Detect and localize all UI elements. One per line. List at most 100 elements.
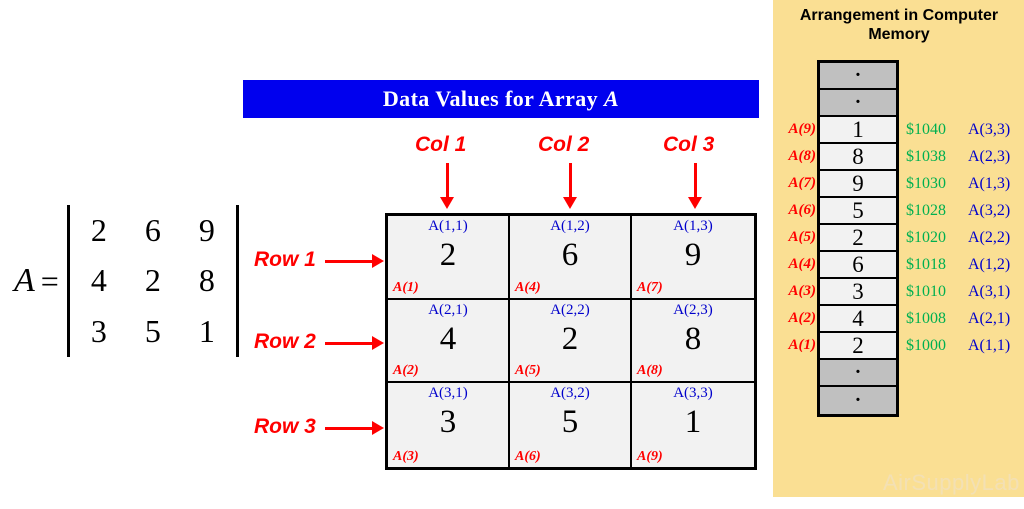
grid-cell[interactable]: A(2,2) 2 A(5) xyxy=(510,299,632,384)
cell-linear-label: A(4) xyxy=(515,279,541,295)
memory-cell-placeholder[interactable]: · xyxy=(820,360,896,387)
cell-linear-label: A(5) xyxy=(515,363,541,379)
equals-sign: = xyxy=(40,263,59,299)
memory-cell-value: 4 xyxy=(852,305,864,331)
cell-value: 8 xyxy=(684,320,702,357)
memory-cell-value: 2 xyxy=(852,224,864,250)
matrix-notation: A = 2 6 9 4 2 8 3 5 1 xyxy=(14,196,239,366)
col-label-3: Col 3 xyxy=(663,133,715,156)
row-arrow-1 xyxy=(325,253,384,268)
col-arrow-1 xyxy=(440,163,454,209)
grid-cell[interactable]: A(1,3) 9 A(7) xyxy=(632,216,754,300)
cell-linear-label: A(2) xyxy=(393,363,419,379)
col-label-2: Col 2 xyxy=(538,133,590,156)
cell-subscript-label: A(1,1) xyxy=(428,218,468,234)
memory-cell[interactable]: A(3) 3 $1010 A(3,1) xyxy=(789,278,1010,306)
grid-cell[interactable]: A(2,3) 8 A(8) xyxy=(632,299,754,384)
cell-value: 2 xyxy=(439,237,457,273)
matrix-row: 2 6 9 xyxy=(72,209,234,252)
memory-subscript-ref: A(3,2) xyxy=(968,202,1011,219)
row-label-1: Row 1 xyxy=(254,248,316,271)
grid-cell[interactable]: A(1,2) 6 A(4) xyxy=(510,216,632,300)
memory-subscript-ref: A(3,1) xyxy=(968,283,1011,300)
memory-placeholder-dot: · xyxy=(854,64,862,86)
memory-address-label: $1040 xyxy=(906,121,946,138)
memory-cell[interactable]: A(1) 2 $1000 A(1,1) xyxy=(789,332,1010,360)
memory-subscript-ref: A(2,3) xyxy=(968,148,1011,165)
row-label-3: Row 3 xyxy=(254,415,316,438)
grid-cell[interactable]: A(1,1) 2 A(1) xyxy=(388,216,510,300)
memory-cell-placeholder[interactable]: · xyxy=(820,63,896,90)
cell-subscript-label: A(1,2) xyxy=(550,218,590,234)
memory-linear-label: A(7) xyxy=(788,175,817,191)
matrix-entry: 4 xyxy=(90,262,107,299)
left-bracket xyxy=(66,205,70,357)
memory-cell-placeholder[interactable]: · xyxy=(820,387,896,414)
memory-address-label: $1010 xyxy=(906,283,946,300)
memory-cell-value: 9 xyxy=(852,170,864,196)
cell-value: 3 xyxy=(439,404,457,441)
cell-linear-label: A(3) xyxy=(393,448,419,464)
memory-cell-value: 8 xyxy=(852,143,864,169)
memory-cell-placeholder[interactable]: · xyxy=(820,90,896,117)
cell-value: 1 xyxy=(684,404,702,441)
matrix-rows: 2 6 9 4 2 8 3 5 1 xyxy=(70,205,236,357)
memory-subscript-ref: A(2,2) xyxy=(968,229,1011,246)
memory-cell-value: 2 xyxy=(852,332,864,358)
matrix-entry: 2 xyxy=(90,212,107,248)
cell-value: 9 xyxy=(684,237,702,273)
grid-cell[interactable]: A(2,1) 4 A(2) xyxy=(388,299,510,384)
grid-cell[interactable]: A(3,1) 3 A(3) xyxy=(388,383,510,467)
memory-subscript-ref: A(1,2) xyxy=(968,256,1011,273)
memory-panel-title: Arrangement in Computer Memory xyxy=(799,7,999,44)
memory-address-label: $1028 xyxy=(906,202,946,219)
row-arrow-2 xyxy=(325,335,384,350)
grid-cell[interactable]: A(3,2) 5 A(6) xyxy=(510,383,632,467)
grid-cell[interactable]: A(3,3) 1 A(9) xyxy=(632,383,754,467)
matrix-entry: 3 xyxy=(90,312,107,349)
memory-linear-label: A(1) xyxy=(788,337,817,353)
array-grid: A(1,1) 2 A(1) A(1,2) 6 A(4) A(1,3) 9 A(7… xyxy=(385,213,757,470)
memory-address-label: $1000 xyxy=(906,337,946,354)
banner-text: Data Values for Array xyxy=(382,86,599,111)
memory-placeholder-dot: · xyxy=(854,91,862,113)
memory-address-label: $1020 xyxy=(906,229,946,246)
col-label-1: Col 1 xyxy=(415,133,467,156)
page-title: Data Values for Array A xyxy=(243,80,759,118)
matrix-entry: 5 xyxy=(144,312,161,349)
memory-address-label: $1008 xyxy=(906,310,946,327)
memory-cell-value: 6 xyxy=(852,251,864,277)
cell-subscript-label: A(1,3) xyxy=(673,218,713,234)
cell-subscript-label: A(3,2) xyxy=(550,385,590,402)
col-arrow-2 xyxy=(563,163,577,209)
memory-linear-label: A(9) xyxy=(788,121,817,137)
memory-placeholder-dot: · xyxy=(854,361,862,383)
memory-subscript-ref: A(1,1) xyxy=(968,337,1011,354)
memory-linear-label: A(3) xyxy=(788,283,817,299)
memory-address-label: $1038 xyxy=(906,148,946,165)
matrix-entry: 9 xyxy=(198,212,215,248)
memory-address-label: $1018 xyxy=(906,256,946,273)
memory-cell-value: 3 xyxy=(852,278,864,304)
row-label-2: Row 2 xyxy=(254,330,316,353)
memory-panel: Arrangement in Computer Memory · · A(9)1$1… xyxy=(773,0,1024,497)
memory-placeholder-dot: · xyxy=(854,389,862,411)
cell-value: 4 xyxy=(439,320,457,357)
matrix-name: A xyxy=(14,262,35,299)
right-bracket xyxy=(235,205,239,357)
watermark: AirSupplyLab xyxy=(883,470,1020,495)
cell-subscript-label: A(2,1) xyxy=(428,301,468,318)
cell-linear-label: A(8) xyxy=(637,363,663,379)
cell-subscript-label: A(2,3) xyxy=(673,301,713,318)
memory-address-label: $1030 xyxy=(906,175,946,192)
matrix-row: 4 2 8 xyxy=(72,259,234,302)
cell-subscript-label: A(3,1) xyxy=(428,385,468,402)
